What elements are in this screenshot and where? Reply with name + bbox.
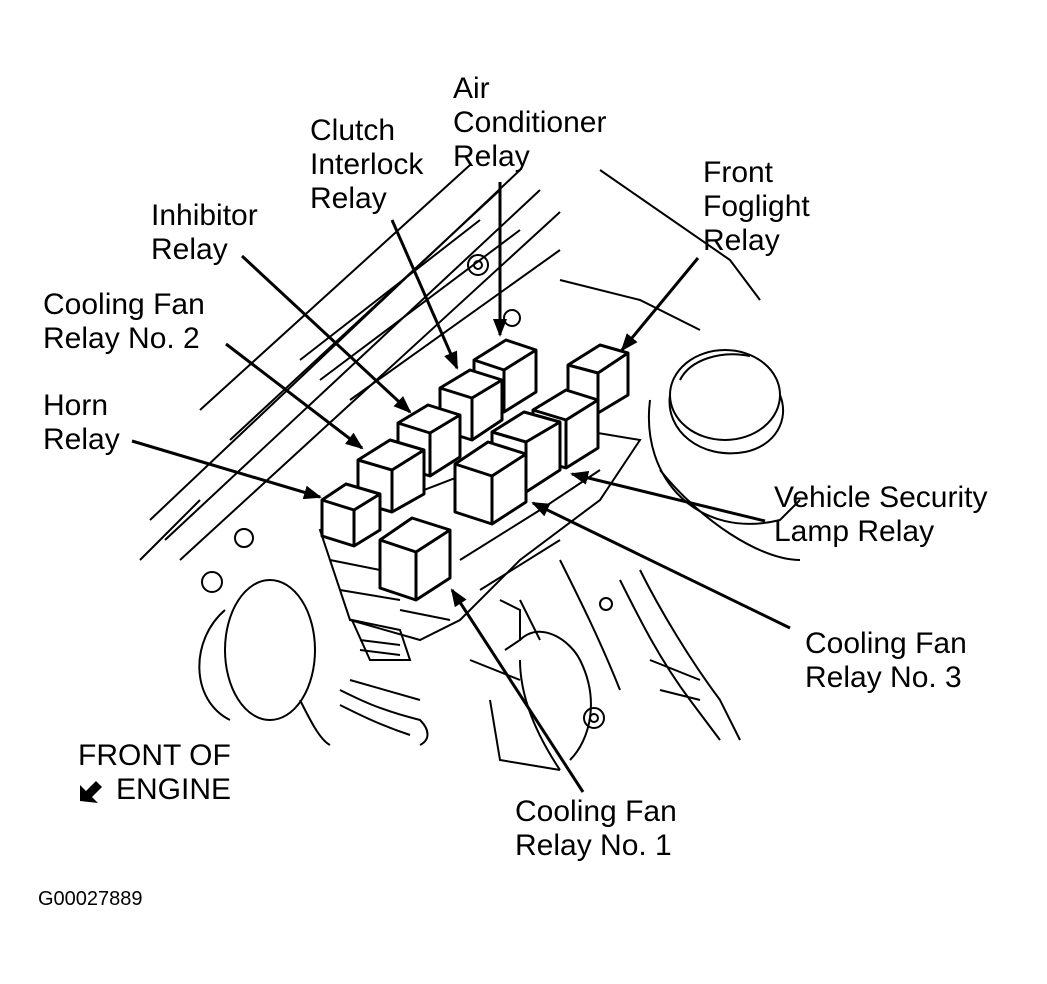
label-air-conditioner-relay: Air Conditioner Relay xyxy=(453,72,607,173)
arrow-front-foglight-relay xyxy=(620,257,700,352)
label-cooling-fan-relay-3: Cooling Fan Relay No. 3 xyxy=(805,627,967,694)
label-front-foglight-relay: Front Foglight Relay xyxy=(703,156,810,257)
front-of-label: FRONT OF xyxy=(78,739,231,772)
arrow-clutch-interlock-relay xyxy=(390,219,459,370)
label-horn-relay: Horn Relay xyxy=(43,389,120,456)
leader-arrows xyxy=(131,182,791,793)
engine-label: ENGINE xyxy=(116,773,232,806)
arrow-cooling-fan-relay-1 xyxy=(450,588,585,793)
arrow-vehicle-security-lamp-relay xyxy=(570,470,766,523)
label-vehicle-security-lamp-relay: Vehicle Security Lamp Relay xyxy=(774,481,988,548)
relay-horn xyxy=(320,482,382,548)
arrow-pointing-down-left-icon xyxy=(80,781,102,803)
label-cooling-fan-relay-2: Cooling Fan Relay No. 2 xyxy=(43,288,205,355)
figure-code: G00027889 xyxy=(38,888,143,910)
relay-cooling-fan-1 xyxy=(453,440,528,526)
arrow-cooling-fan-relay-2 xyxy=(225,342,364,450)
label-inhibitor-relay: Inhibitor Relay xyxy=(151,199,258,266)
arrow-cooling-fan-relay-3 xyxy=(531,501,791,630)
engine-bay-background xyxy=(139,164,801,771)
arrow-horn-relay xyxy=(131,439,322,500)
arrow-inhibitor-relay xyxy=(240,254,412,414)
front-of-engine-indicator: FRONT OF ENGINE xyxy=(78,739,231,807)
relay-cooling-fan-lower xyxy=(378,516,452,602)
label-cooling-fan-relay-1: Cooling Fan Relay No. 1 xyxy=(515,795,677,862)
relay-boxes xyxy=(320,338,630,602)
label-clutch-interlock-relay: Clutch Interlock Relay xyxy=(310,114,424,215)
